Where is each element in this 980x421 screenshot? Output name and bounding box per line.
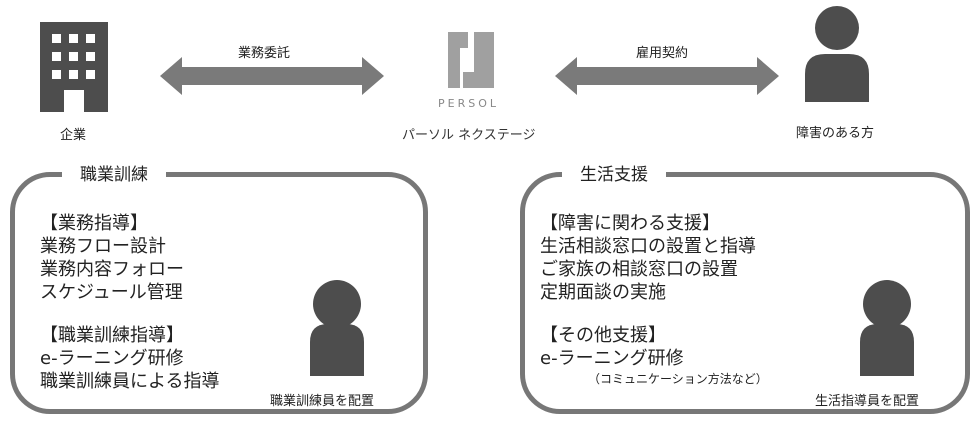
- person-icon: [860, 280, 914, 376]
- training-list: 【業務指導】 業務フロー設計 業務内容フォロー スケジュール管理 【職業訓練指導…: [40, 212, 219, 393]
- building-icon: [40, 22, 108, 112]
- list-item: スケジュール管理: [40, 282, 183, 303]
- trainer-caption: 職業訓練員を配置: [270, 394, 375, 409]
- persol-logo: [448, 32, 494, 88]
- list-heading: 【職業訓練指導】: [40, 325, 184, 346]
- vocational-training-box: [10, 172, 428, 414]
- support-note: （コミュニケーション方法など）: [588, 372, 768, 386]
- list-item: 業務フロー設計: [40, 236, 166, 257]
- list-heading: 【業務指導】: [40, 213, 148, 234]
- list-item: e-ラーニング研修: [40, 348, 184, 369]
- list-item: 定期面談の実施: [540, 282, 666, 303]
- employment-label: 雇用契約: [636, 46, 689, 61]
- list-item: e-ラーニング研修: [540, 348, 684, 369]
- box-title: 職業訓練: [62, 160, 166, 185]
- double-arrow-icon: [160, 57, 384, 95]
- list-item: 生活相談窓口の設置と指導: [540, 236, 756, 257]
- box-title: 生活支援: [562, 160, 666, 185]
- outsourcing-label: 業務委託: [238, 46, 291, 61]
- life-support-box: [520, 172, 970, 414]
- list-heading: 【その他支援】: [540, 325, 666, 346]
- company-name: パーソル ネクステージ: [402, 128, 536, 143]
- support-list: 【障害に関わる支援】 生活相談窓口の設置と指導 ご家族の相談窓口の設置 定期面談…: [540, 212, 756, 370]
- person-icon: [805, 6, 869, 102]
- list-heading: 【障害に関わる支援】: [540, 213, 720, 234]
- list-item: 職業訓練員による指導: [40, 371, 220, 392]
- person-icon: [310, 280, 364, 376]
- list-item: 業務内容フォロー: [40, 259, 184, 280]
- list-item: ご家族の相談窓口の設置: [540, 259, 738, 280]
- double-arrow-icon: [555, 57, 779, 95]
- person-label: 障害のある方: [796, 126, 875, 141]
- company-label: 企業: [60, 128, 87, 143]
- counselor-caption: 生活指導員を配置: [815, 394, 920, 409]
- persol-logo-text: PERSOL: [438, 97, 499, 110]
